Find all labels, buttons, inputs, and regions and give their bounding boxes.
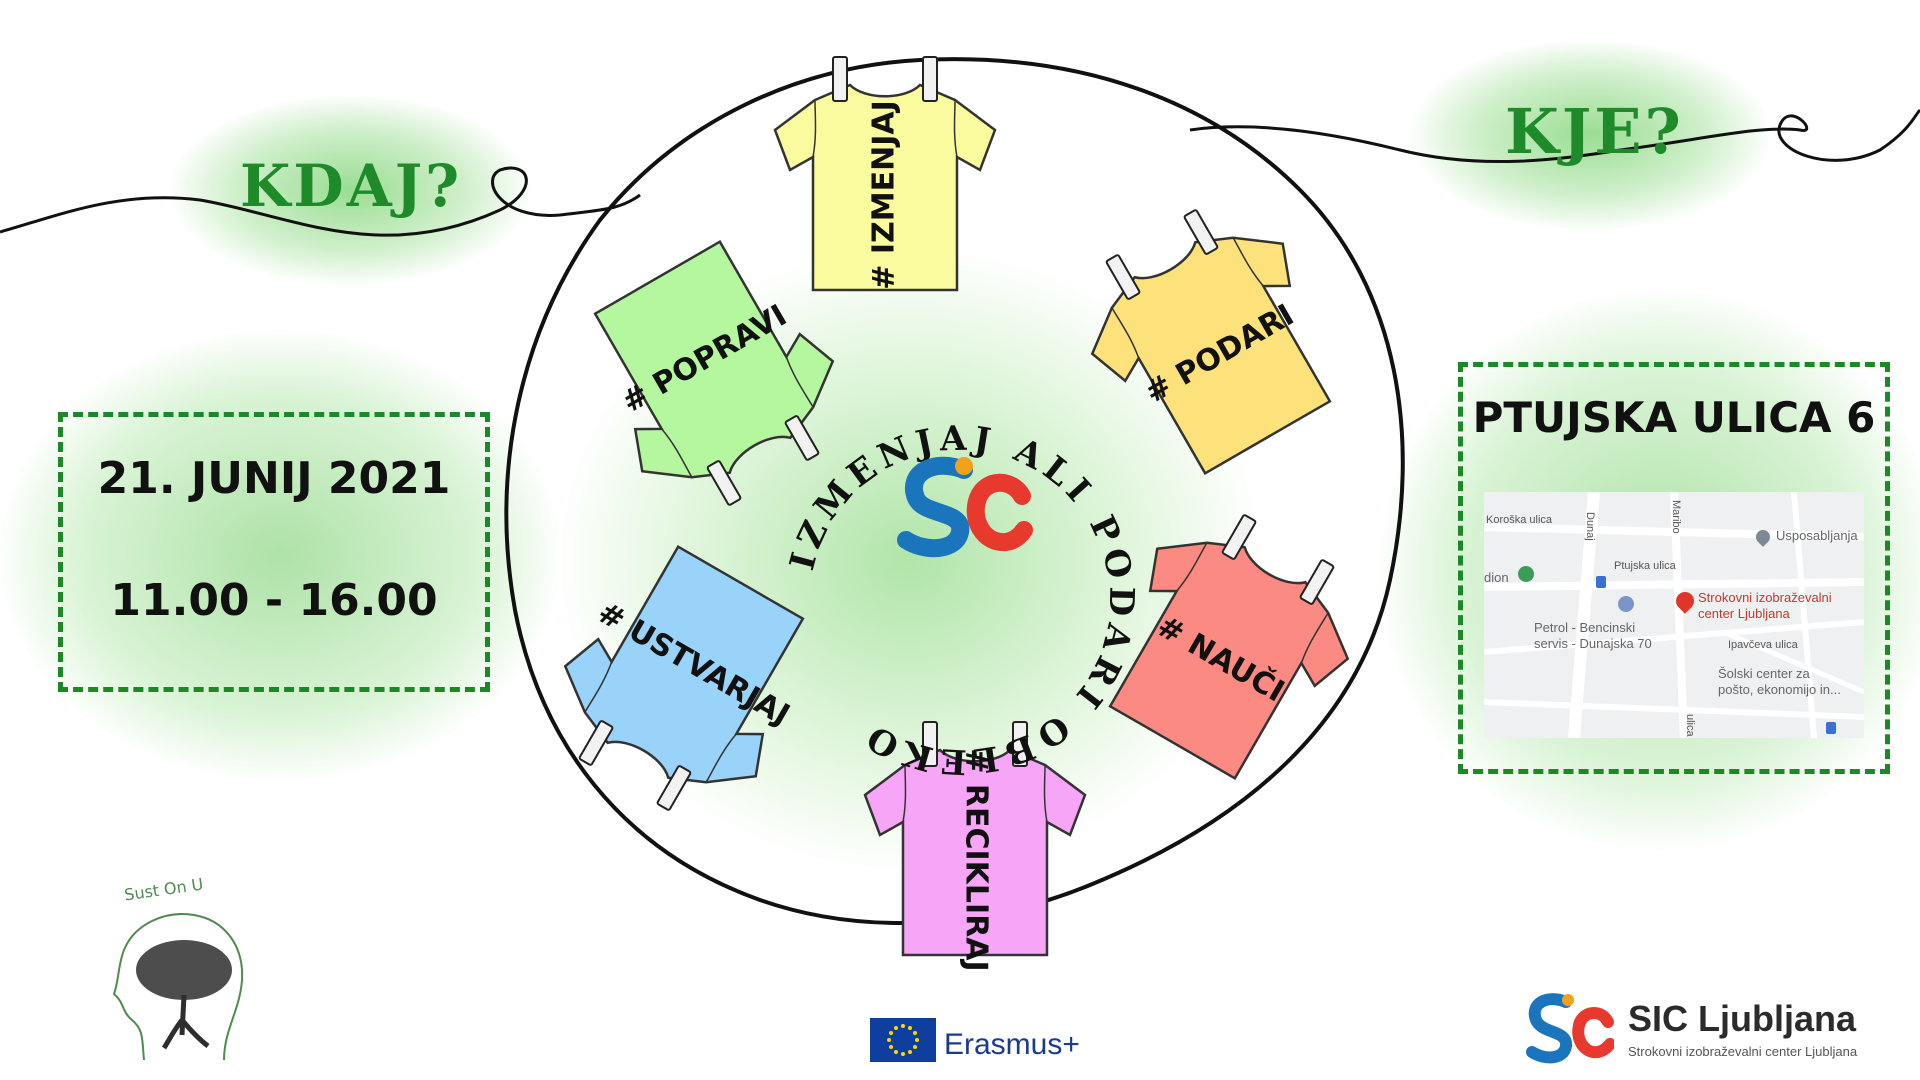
shirt-shape [863, 748, 1087, 957]
shirt-fold [661, 356, 814, 478]
shirt-shape [563, 545, 805, 784]
clothes-peg-icon [922, 721, 938, 767]
map-street-ptujska: Ptujska ulica [1614, 560, 1676, 572]
clothes-peg-icon [1221, 514, 1257, 560]
map-poi-solski-2: pošto, ekonomijo in... [1718, 682, 1841, 697]
glow-kdaj [170, 95, 530, 285]
map-poi-petrol-1: Petrol - Bencinski [1534, 620, 1636, 635]
clothes-peg-icon [1183, 209, 1219, 255]
map-street-koroska: Koroška ulica [1486, 514, 1553, 526]
shirt-3: # NAUČI [1108, 514, 1350, 780]
shirt-fold [584, 661, 737, 783]
clothes-peg-icon [1012, 721, 1028, 767]
shirt-fold [1111, 237, 1264, 359]
location-map[interactable]: Koroška ulica Dunaj Maribo Ptujska ulica… [1484, 492, 1864, 738]
map-street-ipavceva: Ipavčeva ulica [1728, 639, 1798, 651]
time-text: 11.00 - 16.00 [110, 575, 438, 626]
address-text: PTUJSKA ULICA 6 [1472, 393, 1876, 442]
where-heading: KJE? [1505, 95, 1684, 168]
sic-name: SIC Ljubljana [1628, 998, 1857, 1039]
eu-stars-icon [887, 1024, 919, 1056]
shirt-fold [1176, 542, 1329, 664]
map-place-line2: center Ljubljana [1698, 606, 1790, 621]
shirt-shape [593, 240, 835, 479]
glow-date [0, 330, 560, 780]
eu-flag-icon [870, 1018, 936, 1062]
sic-ljubljana-logo: SIC Ljubljana Strokovni izobraževalni ce… [1524, 984, 1914, 1074]
shirt-fold [902, 764, 1048, 823]
clothes-peg-icon [1299, 559, 1335, 605]
shirt-label: # RECIKLIRAJ [959, 748, 994, 971]
shirt-5: # USTVARJAJ [563, 545, 805, 811]
map-partial-label: dion [1484, 570, 1509, 585]
clothes-peg-icon [656, 765, 692, 811]
shirt-fold [812, 99, 958, 158]
head-tree-icon [112, 913, 244, 1061]
center-sic-logo [897, 456, 1033, 558]
clothes-peg-icon [1105, 254, 1141, 300]
shirt-label: # IZMENJAJ [867, 100, 902, 290]
map-place-line1: Strokovni izobraževalni [1698, 590, 1832, 605]
shirt-4: # RECIKLIRAJ [863, 721, 1087, 972]
shirt-shape [1090, 236, 1332, 475]
clothes-peg-icon [832, 56, 848, 102]
map-poi-usposabljanja: Usposabljanja [1776, 528, 1858, 543]
map-poi-petrol-2: servis - Dunajska 70 [1534, 636, 1652, 651]
map-bus-icon [1596, 576, 1606, 588]
sust-on-u-logo: Sust On U [84, 870, 264, 1070]
map-roads [1484, 492, 1864, 738]
sic-subtitle: Strokovni izobraževalni center Ljubljana [1628, 1044, 1858, 1059]
map-poi-solski-1: Šolski center za [1718, 666, 1810, 681]
clothes-peg-icon [784, 415, 820, 461]
address-box: PTUJSKA ULICA 6 [1458, 362, 1890, 774]
shirt-2: # PODARI [1090, 209, 1332, 475]
erasmus-text: Erasmus+ [944, 1028, 1080, 1061]
clothes-peg-icon [578, 720, 614, 766]
clothes-peg-icon [706, 460, 742, 506]
glow-kje [1410, 40, 1770, 230]
date-text: 21. JUNIJ 2021 [97, 453, 451, 504]
sic-logo-icon [1526, 993, 1614, 1064]
shirt-6: # POPRAVI [593, 240, 835, 506]
when-heading: KDAJ? [240, 152, 463, 220]
date-box: 21. JUNIJ 2021 11.00 - 16.00 [58, 412, 490, 692]
shirt-1: # IZMENJAJ [773, 56, 997, 292]
shirt-shape [1108, 541, 1350, 780]
map-fuel-icon [1618, 596, 1634, 612]
map-park-icon [1518, 566, 1534, 582]
shirt-shape [773, 83, 997, 292]
clothes-peg-icon [922, 56, 938, 102]
map-bus-icon-2 [1826, 722, 1836, 734]
